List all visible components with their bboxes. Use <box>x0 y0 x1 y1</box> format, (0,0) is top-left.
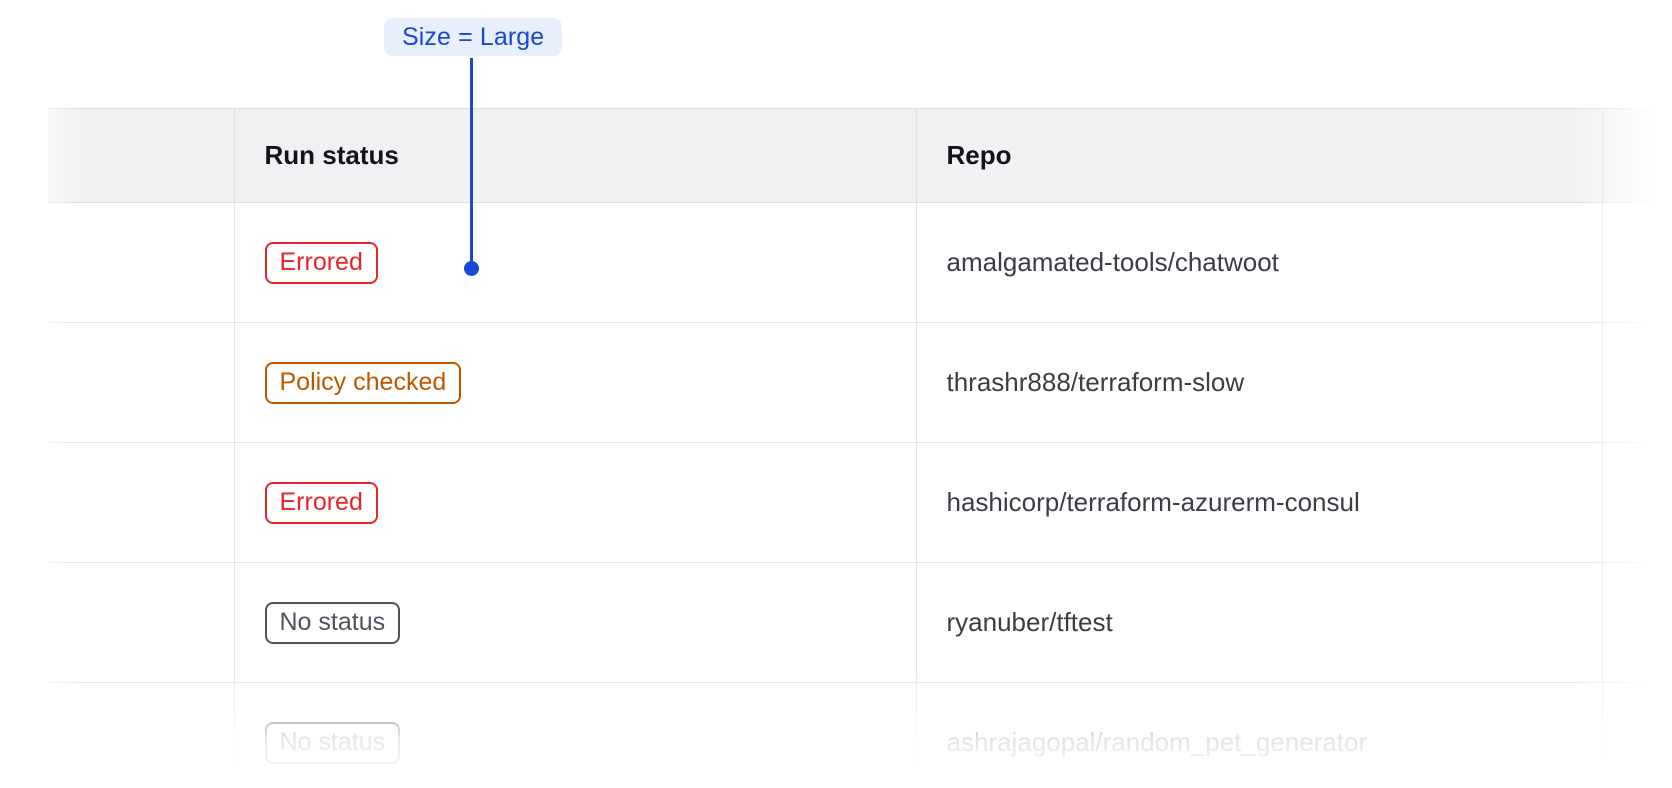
column-header-run-status[interactable]: Run status <box>234 108 917 203</box>
table-row[interactable]: Policy checked thrashr888/terraform-slow <box>48 322 1672 443</box>
repo-cell[interactable]: hashicorp/terraform-azurerm-consul <box>916 442 1603 563</box>
run-status-cell: Errored <box>234 202 917 323</box>
table-header-row: Run status Repo <box>48 108 1672 203</box>
status-badge: Policy checked <box>264 361 462 404</box>
run-status-cell: No status <box>234 562 917 683</box>
table-row[interactable]: No status ryanuber/tftest <box>48 562 1672 683</box>
run-status-cell: Errored <box>234 442 917 563</box>
runs-table: Run status Repo Errored amalgamated-tool… <box>48 108 1672 788</box>
table-header: Run status Repo <box>48 108 1672 203</box>
annotation-connector-line <box>470 58 473 266</box>
table-row[interactable]: Errored hashicorp/terraform-azurerm-cons… <box>48 442 1672 563</box>
status-badge: Errored <box>264 241 378 284</box>
column-header-select[interactable] <box>48 108 235 203</box>
column-header-tail[interactable] <box>1602 108 1672 203</box>
repo-cell[interactable]: ashrajagopal/random_pet_generator <box>916 682 1603 788</box>
run-status-cell: No status <box>234 682 917 788</box>
table-row[interactable]: Errored amalgamated-tools/chatwoot <box>48 202 1672 323</box>
table-body: Errored amalgamated-tools/chatwoot Polic… <box>48 202 1672 788</box>
row-tail-cell <box>1602 562 1672 683</box>
status-badge: No status <box>264 721 401 764</box>
table-row[interactable]: No status ashrajagopal/random_pet_genera… <box>48 682 1672 788</box>
column-header-repo[interactable]: Repo <box>916 108 1603 203</box>
status-badge: No status <box>264 601 401 644</box>
row-select-cell[interactable] <box>48 322 235 443</box>
repo-cell[interactable]: amalgamated-tools/chatwoot <box>916 202 1603 323</box>
row-select-cell[interactable] <box>48 202 235 323</box>
repo-cell[interactable]: ryanuber/tftest <box>916 562 1603 683</box>
row-tail-cell <box>1602 202 1672 323</box>
row-select-cell[interactable] <box>48 562 235 683</box>
row-tail-cell <box>1602 442 1672 563</box>
row-tail-cell <box>1602 682 1672 788</box>
status-badge: Errored <box>264 481 378 524</box>
row-tail-cell <box>1602 322 1672 443</box>
run-status-cell: Policy checked <box>234 322 917 443</box>
row-select-cell[interactable] <box>48 442 235 563</box>
annotation-endpoint-dot <box>464 261 479 276</box>
repo-cell[interactable]: thrashr888/terraform-slow <box>916 322 1603 443</box>
annotation-size-label: Size = Large <box>384 18 563 56</box>
row-select-cell[interactable] <box>48 682 235 788</box>
table-container: Run status Repo Errored amalgamated-tool… <box>0 108 1672 788</box>
